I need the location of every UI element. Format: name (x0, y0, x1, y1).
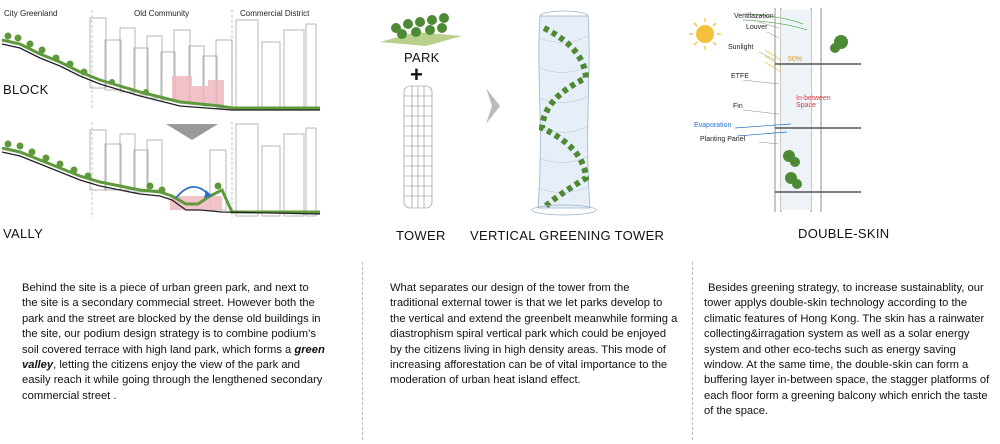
zone-label-old-community: Old Community (134, 9, 190, 18)
callout-etfe: ETFE (731, 73, 749, 80)
callout-planting-panel: Planting Panel (700, 136, 746, 143)
transform-arrow-icon (166, 124, 218, 140)
sun-icon (689, 18, 721, 50)
park-block-illustration (380, 13, 462, 46)
column-divider-1 (362, 262, 363, 440)
callout-inbetween: In-between Space (796, 95, 831, 109)
label-vally: VALLY (3, 226, 44, 241)
label-tower: TOWER (396, 228, 446, 243)
green-valley-emphasis: green valley (22, 343, 325, 372)
paragraph-tower-design: What separates our design of the tower f… (390, 282, 678, 387)
site-section-diagram (1, 10, 321, 218)
label-block: BLOCK (3, 82, 49, 97)
column-divider-2 (692, 262, 693, 440)
label-double-skin: DOUBLE-SKIN (798, 226, 890, 241)
arrow-right-icon (486, 88, 500, 124)
callout-fin: Fin (733, 103, 743, 110)
block-section (1, 17, 320, 111)
callout-percent: 50% (788, 56, 803, 63)
zone-label-commercial: Commercial District (240, 9, 310, 18)
vally-section (1, 123, 321, 217)
label-park: PARK (404, 50, 440, 65)
callout-ventilation: Ventilazation (734, 13, 774, 20)
plus-sign: + (410, 62, 423, 87)
callout-sunlight: Sunlight (728, 44, 754, 51)
label-vertical-greening-tower: VERTICAL GREENING TOWER (470, 228, 665, 243)
zone-label-greenland: City Greenland (4, 9, 58, 18)
callout-louver: Louver (746, 24, 768, 31)
callout-evaporation: Evaporation (694, 122, 732, 129)
paragraph-site-strategy: Behind the site is a piece of urban gree… (22, 282, 325, 402)
vertical-greening-tower-illustration (531, 10, 597, 216)
traditional-tower-illustration (403, 85, 433, 209)
double-skin-section-diagram (689, 8, 861, 212)
paragraph-double-skin: Besides greening strategy, to increase s… (704, 282, 990, 418)
